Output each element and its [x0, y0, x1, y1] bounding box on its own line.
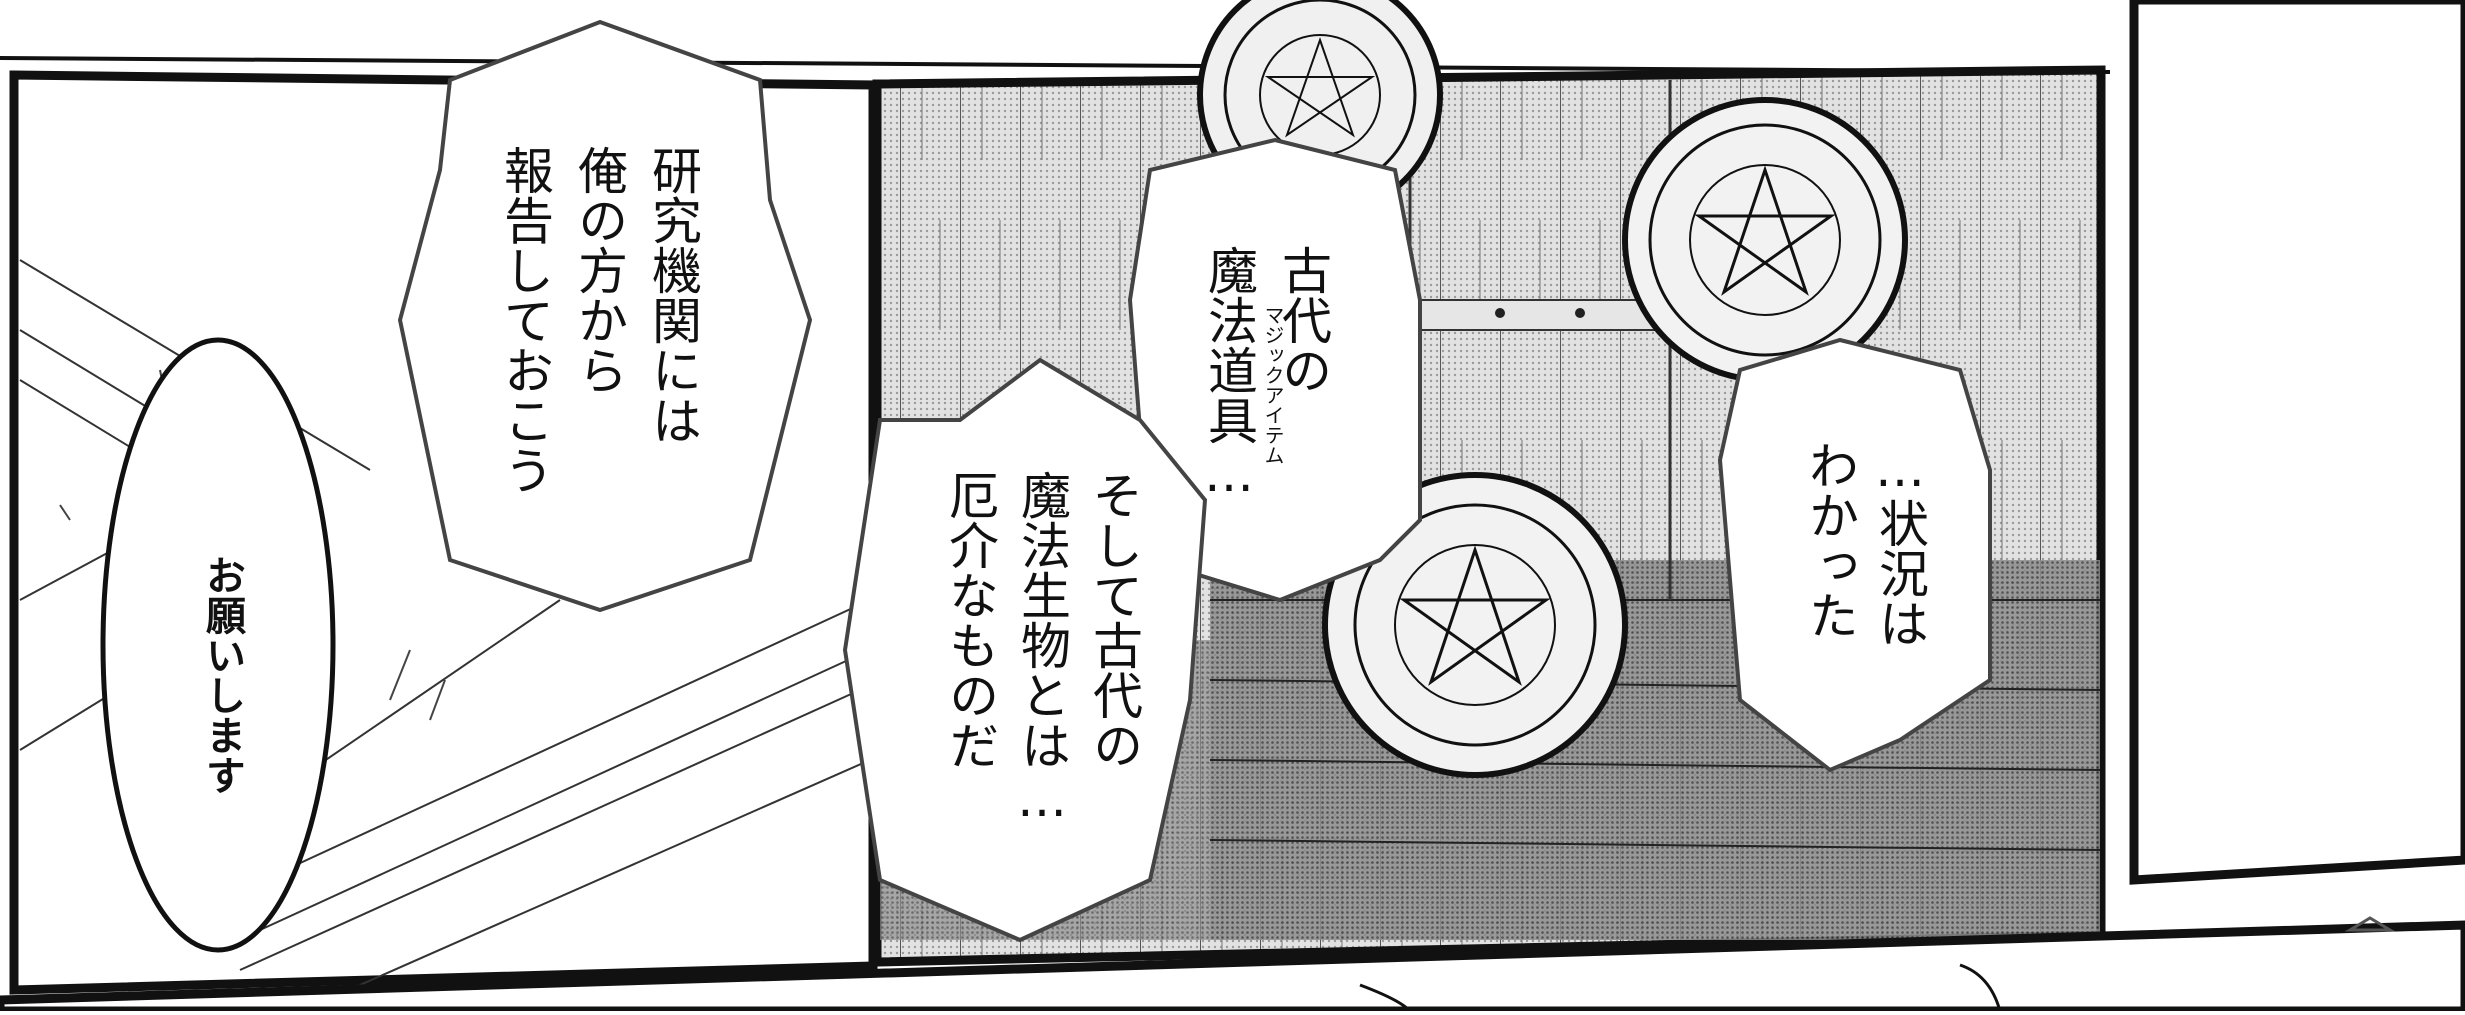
- bubble-line: わかった: [1801, 440, 1859, 640]
- right-panel: [2129, 0, 2465, 885]
- bubble-line: 報告しておこう: [496, 145, 554, 495]
- bubble-shape-understood: [1717, 337, 1992, 773]
- bubble-line: 研究機関には: [644, 145, 702, 445]
- bubble-line: お願いします: [199, 555, 245, 795]
- bubble-line: 厄介なものだ: [941, 470, 999, 770]
- bubble-shape-ancient-tools: [1127, 137, 1422, 603]
- bubble-research-report: 研究機関には 俺の方から 報告しておこう: [480, 145, 710, 525]
- bubble-line: そして古代の: [1085, 470, 1143, 770]
- bubble-line: 古代の: [1274, 245, 1332, 395]
- bubble-ancient-creature: そして古代の 魔法生物とは… 厄介なものだ: [915, 470, 1150, 890]
- bubble-shape-please: [100, 337, 336, 953]
- bubble-shape-research-report: [397, 19, 813, 613]
- bubble-understood: …状況は わかった: [1785, 440, 1935, 700]
- ruby-text: マジックアイテム: [1261, 305, 1285, 465]
- bubble-line: …状況は: [1871, 440, 1929, 648]
- bubble-please: お願いします: [190, 555, 250, 885]
- bubble-line: 魔法道具…: [1200, 245, 1258, 503]
- bubble-ancient-tools: 古代の 魔法道具…: [1190, 245, 1340, 515]
- bubble-line: 魔法生物とは…: [1013, 470, 1071, 828]
- bubble-shape-ancient-creature: [842, 357, 1208, 943]
- magic-circle-bottom: [1322, 472, 1628, 778]
- bubble-ruby: マジックアイテム: [1261, 305, 1285, 480]
- magic-circle-right: [1622, 97, 1908, 383]
- bubble-line: 俺の方から: [570, 145, 628, 395]
